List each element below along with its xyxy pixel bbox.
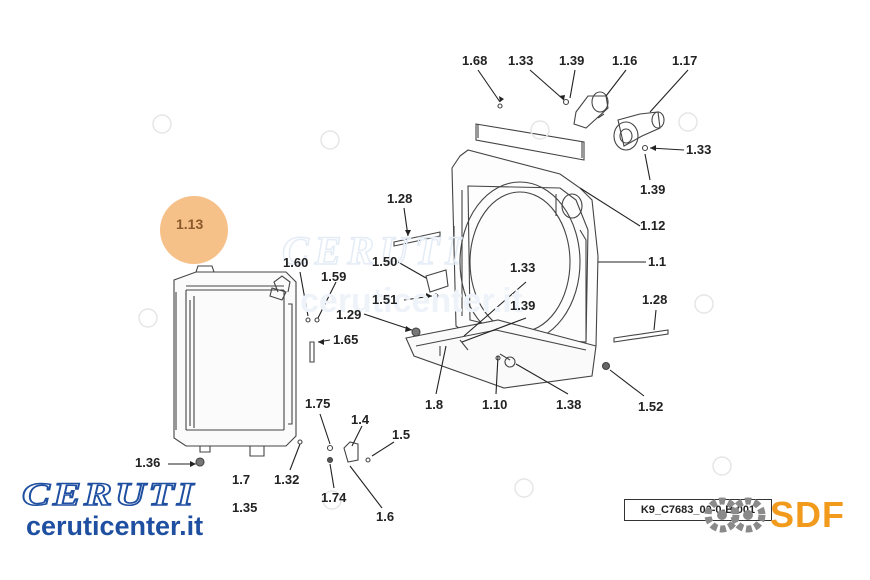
part-label-1-39[interactable]: 1.39: [510, 298, 536, 313]
part-label-1-74[interactable]: 1.74: [321, 490, 347, 505]
part-label-1-10[interactable]: 1.10: [482, 397, 508, 412]
sdf-gear-icon: [704, 497, 766, 533]
part-label-1-5[interactable]: 1.5: [392, 427, 411, 442]
part-label-1-33[interactable]: 1.33: [686, 142, 712, 157]
highlight-label[interactable]: 1.13: [176, 216, 204, 232]
part-label-1-33[interactable]: 1.33: [510, 260, 536, 275]
brand-url: ceruticenter.it: [26, 511, 204, 541]
sdf-logo: SDF: [770, 494, 845, 535]
rod-drawing-right: [613, 329, 669, 343]
part-label-1-16[interactable]: 1.16: [612, 53, 638, 68]
part-label-1-4[interactable]: 1.4: [351, 412, 370, 427]
part-label-1-52[interactable]: 1.52: [638, 399, 664, 414]
part-label-1-28[interactable]: 1.28: [387, 191, 413, 206]
radiator-drawing: [173, 265, 297, 457]
part-label-1-17[interactable]: 1.17: [672, 53, 698, 68]
cover-drawing: [425, 269, 449, 293]
part-label-1-7[interactable]: 1.7: [232, 472, 251, 487]
part-label-1-36[interactable]: 1.36: [135, 455, 161, 470]
bracket-drawing: [343, 441, 359, 463]
part-label-1-39[interactable]: 1.39: [559, 53, 585, 68]
part-label-1-60[interactable]: 1.60: [283, 255, 309, 270]
part-label-1-32[interactable]: 1.32: [274, 472, 300, 487]
part-label-1-6[interactable]: 1.6: [376, 509, 395, 524]
part-label-1-59[interactable]: 1.59: [321, 269, 347, 284]
pin-drawing: [309, 341, 315, 363]
svg-text:ceruticenter.it: ceruticenter.it: [300, 282, 523, 320]
part-label-1-65[interactable]: 1.65: [333, 332, 359, 347]
part-label-1-29[interactable]: 1.29: [336, 307, 362, 322]
part-label-1-8[interactable]: 1.8: [425, 397, 444, 412]
part-label-1-38[interactable]: 1.38: [556, 397, 582, 412]
hose-drawing: [573, 91, 665, 151]
rod-drawing-left: [393, 231, 441, 247]
part-label-1-39[interactable]: 1.39: [640, 182, 666, 197]
part-label-1-50[interactable]: 1.50: [372, 254, 398, 269]
brand-word: CERUTI: [21, 476, 197, 513]
part-label-1-33[interactable]: 1.33: [508, 53, 534, 68]
part-label-1-35[interactable]: 1.35: [232, 500, 258, 515]
part-label-1-75[interactable]: 1.75: [305, 396, 331, 411]
part-label-1-51[interactable]: 1.51: [372, 292, 398, 307]
part-label-1-28[interactable]: 1.28: [642, 292, 668, 307]
part-label-1-12[interactable]: 1.12: [640, 218, 666, 233]
highlight-circle: [160, 196, 228, 264]
part-label-1-1[interactable]: 1.1: [648, 254, 667, 269]
fan-shroud-drawing: [405, 123, 599, 389]
part-label-1-68[interactable]: 1.68: [462, 53, 488, 68]
svg-text:CERUTI: CERUTI: [282, 228, 467, 273]
